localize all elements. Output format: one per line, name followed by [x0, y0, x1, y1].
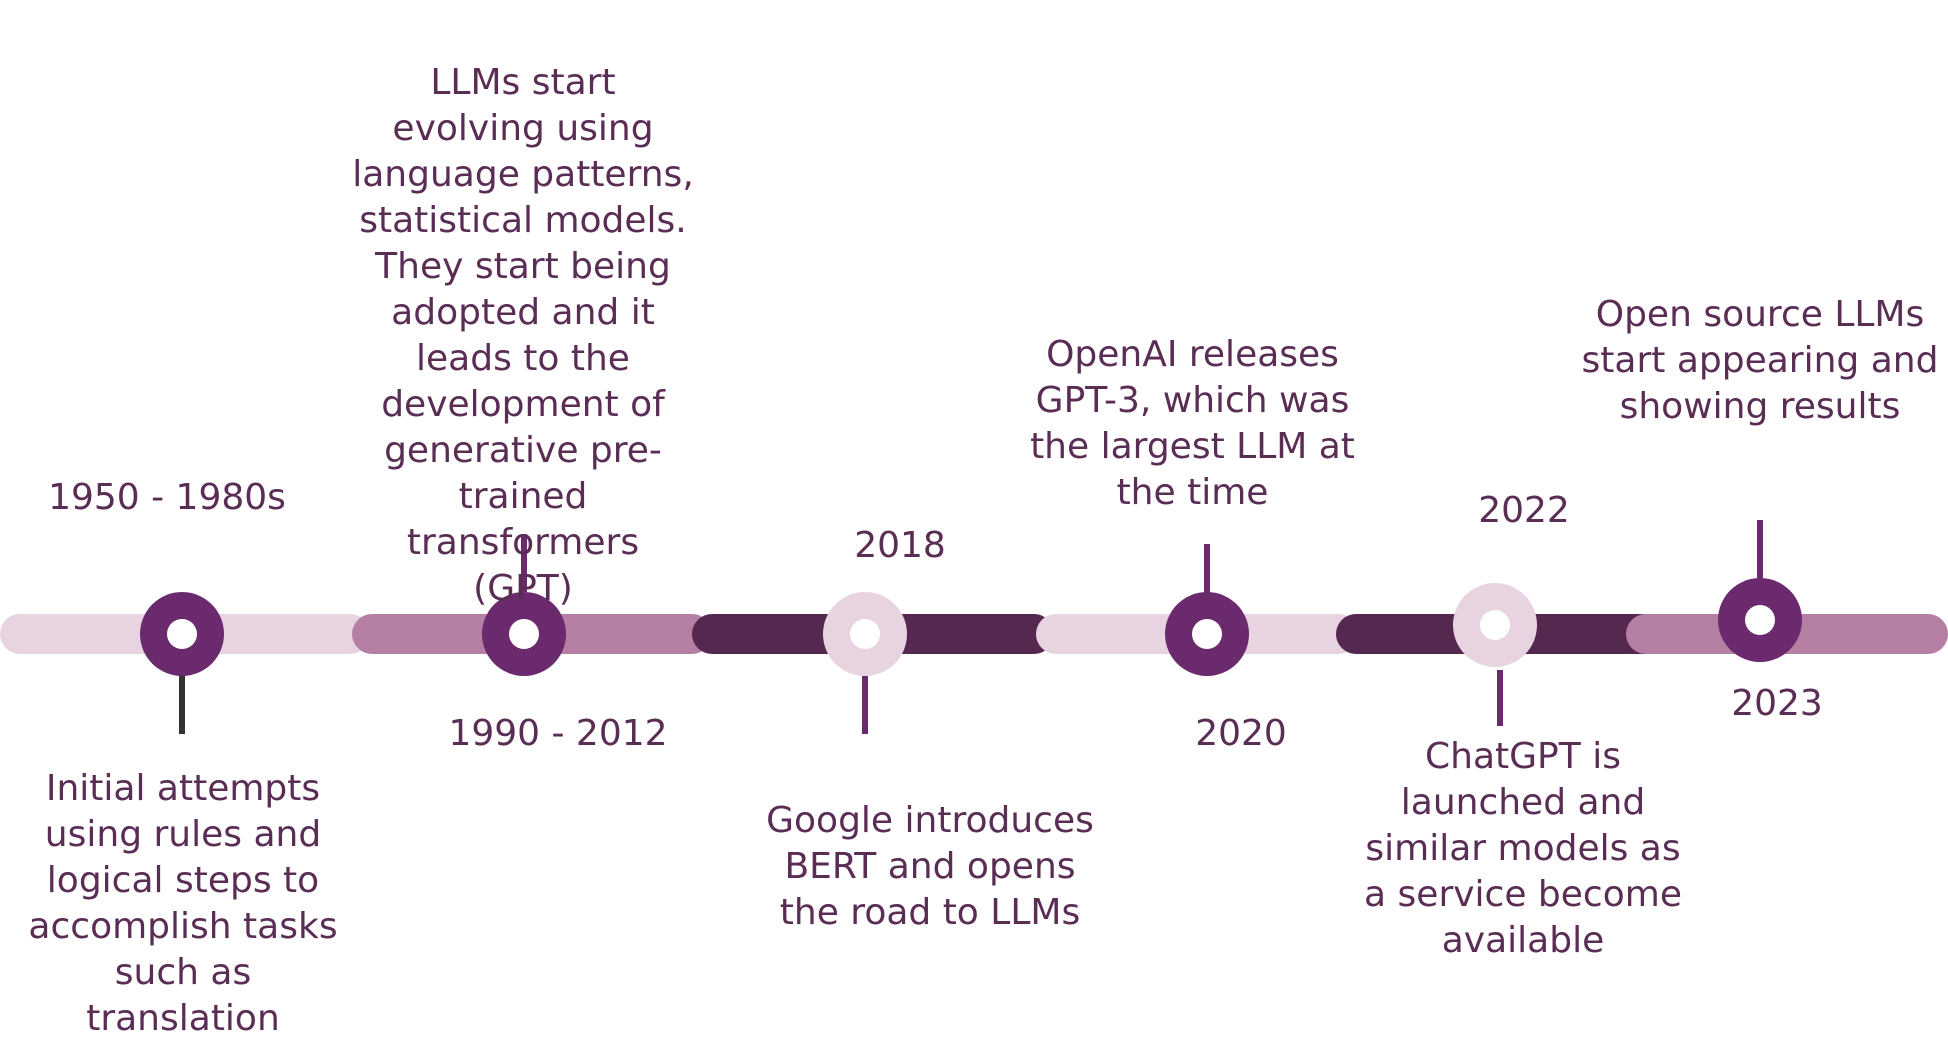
period-label-1: 1950 - 1980s	[48, 477, 286, 518]
timeline-node-1	[140, 592, 224, 676]
timeline-node-6	[1718, 578, 1802, 662]
period-label-3: 2018	[854, 525, 946, 566]
event-description-2: LLMs start evolving using language patte…	[352, 62, 694, 609]
event-description-1: Initial attempts using rules and logical…	[28, 768, 338, 1039]
period-label-6: 2023	[1731, 683, 1823, 724]
event-description-4: OpenAI releases GPT-3, which was the lar…	[1030, 334, 1355, 513]
timeline-node-2	[482, 592, 566, 676]
period-label-4: 2020	[1195, 713, 1287, 754]
timeline-node-4	[1165, 592, 1249, 676]
event-description-5: ChatGPT is launched and similar models a…	[1364, 736, 1682, 961]
period-label-5: 2022	[1478, 490, 1570, 531]
period-label-2: 1990 - 2012	[448, 713, 668, 754]
event-description-3: Google introduces BERT and opens the roa…	[766, 800, 1094, 933]
timeline-node-3	[823, 592, 907, 676]
event-description-6: Open source LLMs start appearing and sho…	[1581, 294, 1939, 427]
timeline-node-5	[1453, 583, 1537, 667]
